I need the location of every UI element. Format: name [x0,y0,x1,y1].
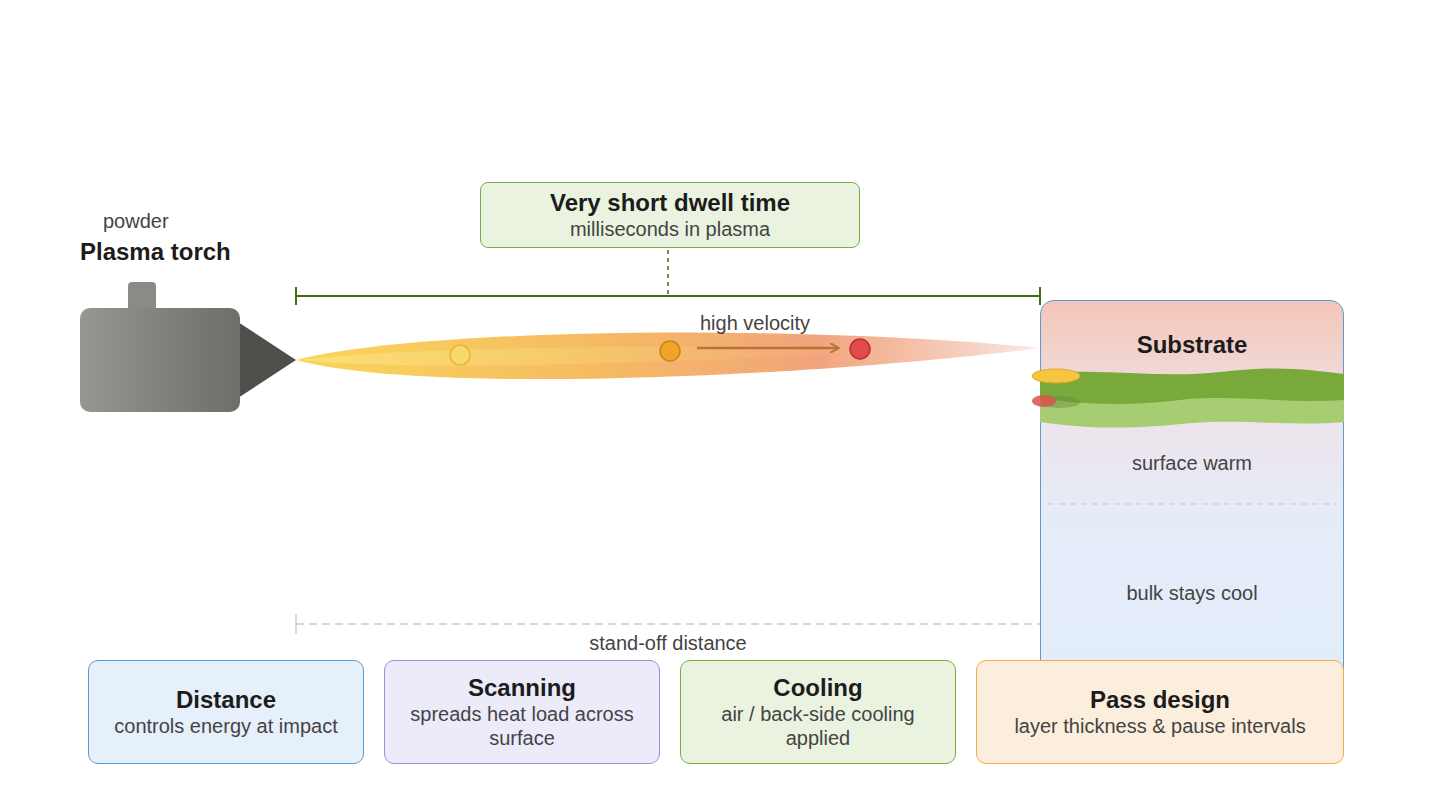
substrate-block: Substrate surface warm bulk stays cool [1040,300,1344,690]
feed-label: powder [103,210,169,233]
box-body: layer thickness & pause intervals [1014,714,1305,738]
box-heading: Scanning [468,674,576,702]
box-body: spreads heat load across surface [399,702,645,750]
box-body: controls energy at impact [114,714,337,738]
callout-box: Very short dwell timemilliseconds in pla… [480,182,860,248]
zone-label: bulk stays cool [1041,581,1343,605]
parameter-box: Pass designlayer thickness & pause inter… [976,660,1344,764]
bracket-tick [1039,287,1041,305]
standoff-tick [295,614,297,634]
velocity-label: high velocity [700,312,810,335]
parameter-box: Coolingair / back-side cooling applied [680,660,956,764]
parameter-box: Scanningspreads heat load across surface [384,660,660,764]
box-heading: Distance [176,686,276,714]
powder-particle [850,339,870,359]
box-body: air / back-side cooling applied [695,702,941,750]
substrate-heading: Substrate [1041,331,1343,359]
parameter-box: Distancecontrols energy at impact [88,660,364,764]
powder-particle [450,345,470,365]
torch-nozzle [238,322,296,398]
bracket-tick [295,287,297,305]
box-heading: Pass design [1090,686,1230,714]
dwell-bracket [296,295,1040,297]
torch-heading: Plasma torch [80,238,231,266]
powder-particle [660,341,680,361]
plasma-torch: Plasma torch [80,308,240,412]
velocity-arrow [697,347,838,350]
plasma-plume [296,333,1040,380]
zone-label: surface warm [1041,451,1343,475]
dimension-label: stand-off distance [585,632,751,655]
box-body: milliseconds in plasma [570,217,770,241]
leader-line [667,250,669,295]
box-heading: Very short dwell time [550,189,790,217]
box-heading: Cooling [773,674,862,702]
standoff-line [296,623,1040,625]
plume-core [300,347,900,366]
